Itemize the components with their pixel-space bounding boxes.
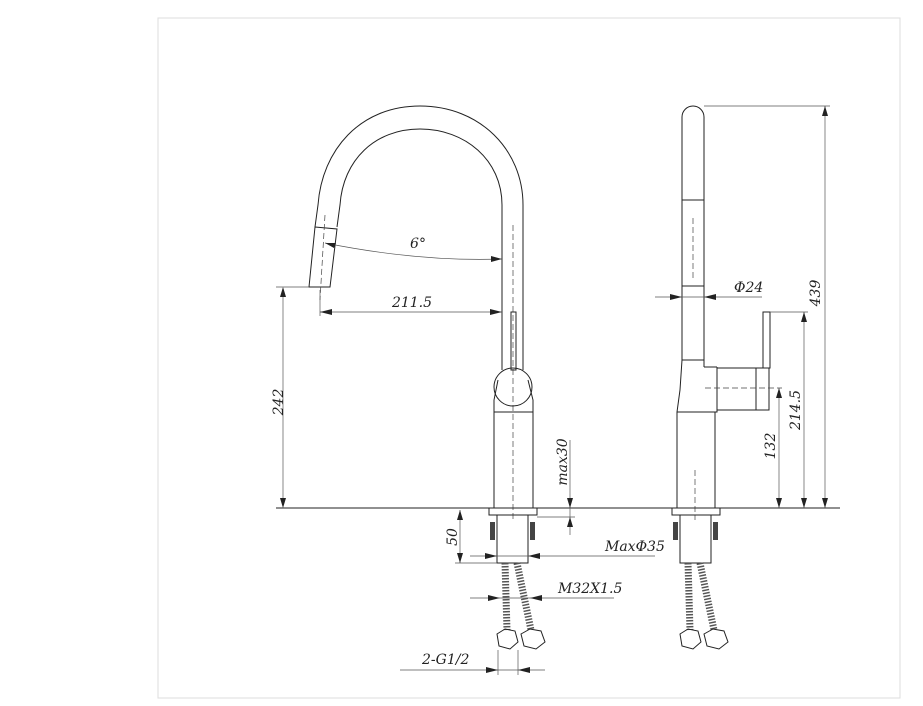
- nut-left: [490, 522, 495, 540]
- arrow: [518, 667, 530, 673]
- dim-label-242: 242: [271, 389, 287, 417]
- arrow: [488, 595, 500, 601]
- dim-label-211-5: 211.5: [391, 295, 432, 311]
- arrow: [457, 510, 463, 520]
- arrow: [490, 309, 502, 315]
- shank: [496, 514, 529, 564]
- arrow: [822, 106, 828, 116]
- hose: [513, 562, 535, 631]
- arrow: [280, 498, 286, 508]
- side-view: Φ24 439 214.5 132: [655, 105, 830, 650]
- dim-label-max35: MaxΦ35: [604, 539, 665, 555]
- hose: [501, 562, 511, 631]
- body: [493, 379, 534, 508]
- dim-label-439: 439: [808, 280, 824, 308]
- arrow: [704, 294, 716, 300]
- dim-label-g12: 2-G1/2: [421, 652, 469, 668]
- arrow: [801, 312, 807, 322]
- spout-inner: [336, 128, 503, 370]
- arrow: [325, 243, 336, 248]
- hose: [696, 562, 718, 631]
- spray-axis: [319, 214, 326, 301]
- hose-nut: [496, 628, 519, 650]
- spray-head: [308, 226, 338, 288]
- arrow: [528, 553, 540, 559]
- handle-circle: [493, 367, 533, 407]
- hose-nut: [703, 628, 729, 650]
- stem: [681, 105, 705, 367]
- dim-label-132: 132: [763, 433, 779, 460]
- dim-label-phi24: Φ24: [734, 280, 763, 296]
- arrow: [485, 553, 497, 559]
- handle-cap: [755, 367, 770, 411]
- dim-label-214-5: 214.5: [788, 390, 804, 431]
- arrow: [486, 667, 498, 673]
- dim-label-50: 50: [445, 528, 461, 546]
- lever: [510, 311, 517, 371]
- side-shank: [679, 514, 712, 564]
- arrow: [776, 388, 782, 398]
- front-view: 242 211.5 6° max30 50 MaxΦ35 M32X1.5: [271, 105, 840, 675]
- nut-right: [713, 522, 718, 540]
- side-body: [676, 359, 718, 508]
- hose-nut: [679, 628, 702, 650]
- arrow: [320, 309, 332, 315]
- nut-left: [673, 522, 678, 540]
- arrow: [567, 498, 573, 508]
- angle-arc: [324, 242, 503, 260]
- arrow: [491, 256, 502, 262]
- arrow: [280, 287, 286, 297]
- arrow: [530, 595, 542, 601]
- arrow: [567, 517, 573, 527]
- side-lever: [762, 311, 771, 369]
- handle-knob: [716, 367, 757, 411]
- dim-label-max30: max30: [555, 438, 571, 485]
- arrow: [801, 498, 807, 508]
- side-base-plate: [671, 507, 721, 516]
- arrow: [776, 498, 782, 508]
- angle-label: 6°: [410, 236, 426, 252]
- spout-outer: [314, 105, 524, 370]
- arrow: [670, 294, 682, 300]
- dim-label-m32: M32X1.5: [557, 581, 622, 597]
- nut-right: [530, 522, 535, 540]
- arrow: [822, 498, 828, 508]
- arrow: [457, 553, 463, 563]
- hose: [684, 562, 694, 631]
- drawing-frame: [157, 17, 901, 699]
- hose-nut: [520, 628, 546, 650]
